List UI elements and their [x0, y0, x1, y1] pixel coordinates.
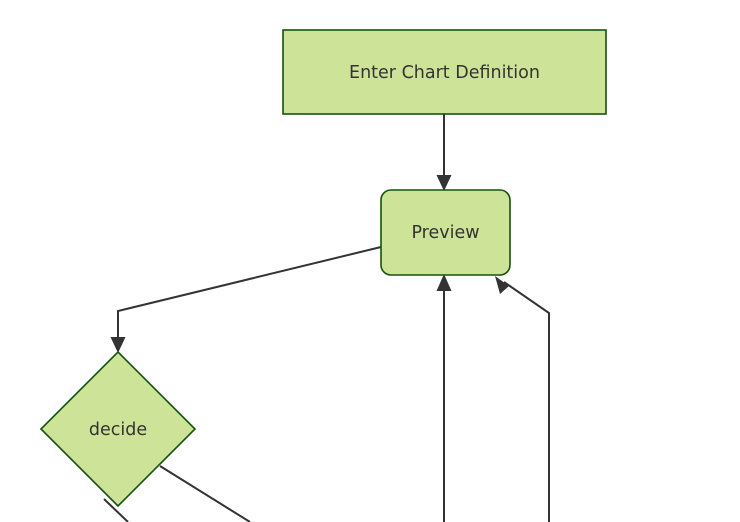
node-enter-chart-definition[interactable]: Enter Chart Definition [282, 29, 607, 115]
edge-decide-out-right[interactable] [159, 465, 251, 522]
node-label: decide [89, 420, 147, 440]
node-shape-rectangle [282, 29, 607, 115]
node-label: Enter Chart Definition [349, 63, 540, 83]
arrowhead-icon [495, 276, 509, 294]
arrowhead-icon [110, 337, 126, 353]
node-decide[interactable]: decide [39, 350, 197, 508]
edge-line [117, 246, 382, 344]
node-layer: Enter Chart Definition Preview decide [39, 29, 607, 508]
edge-return-center-to-preview[interactable] [436, 274, 452, 522]
edge-enter-to-preview[interactable] [436, 114, 452, 191]
arrowhead-icon [436, 274, 452, 291]
edge-decide-out-left[interactable] [103, 498, 129, 522]
node-label: Preview [411, 223, 479, 243]
edge-line [103, 498, 129, 522]
node-shape-rounded-rectangle [380, 189, 511, 276]
arrowhead-icon [436, 175, 452, 191]
edge-return-right-to-preview[interactable] [495, 276, 550, 522]
node-shape-diamond [39, 350, 197, 508]
edge-line [159, 465, 251, 522]
edge-line [503, 281, 550, 522]
node-preview[interactable]: Preview [380, 189, 511, 276]
edge-preview-to-decide[interactable] [110, 246, 382, 353]
edge-layer [103, 114, 550, 522]
